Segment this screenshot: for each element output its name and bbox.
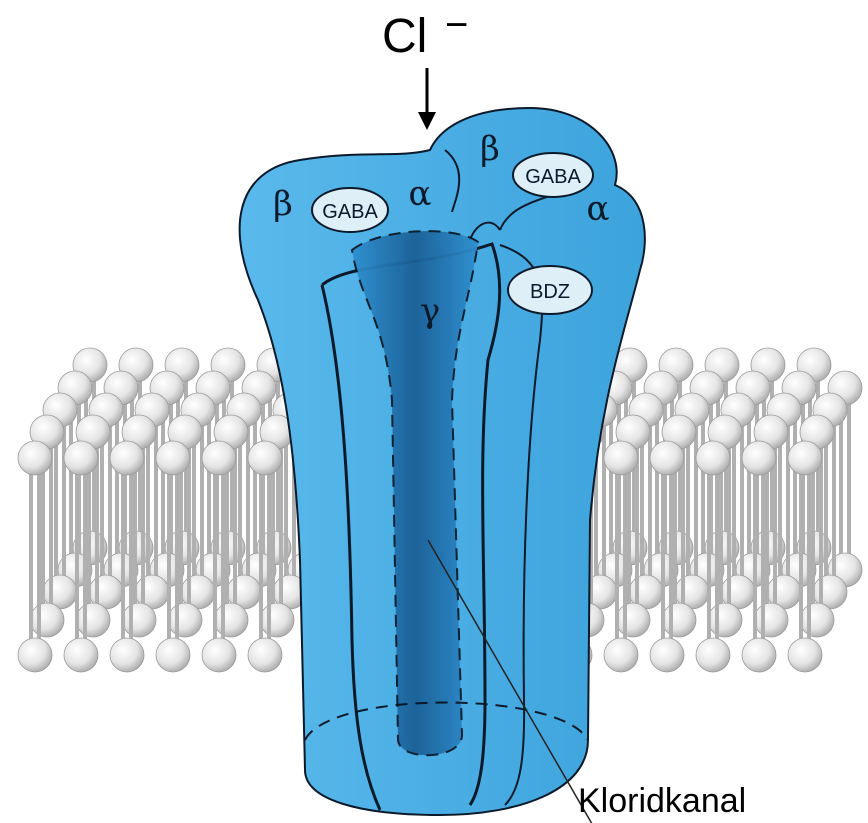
bdz-label: BDZ bbox=[530, 281, 570, 303]
beta-right-label: β bbox=[480, 129, 500, 169]
alpha-mid-label: α bbox=[409, 174, 432, 214]
beta-left-label: β bbox=[273, 184, 293, 224]
chloride-symbol: Cl bbox=[382, 10, 427, 63]
gaba-right-label: GABA bbox=[525, 166, 581, 188]
gamma-label: γ bbox=[420, 291, 440, 331]
channel-label: Kloridkanal bbox=[578, 782, 746, 820]
gaba-left-label: GABA bbox=[322, 201, 378, 223]
down-arrow-icon bbox=[418, 68, 436, 130]
alpha-right-label: α bbox=[587, 189, 610, 229]
receptor-protein bbox=[240, 108, 645, 815]
chloride-charge: − bbox=[445, 3, 468, 47]
